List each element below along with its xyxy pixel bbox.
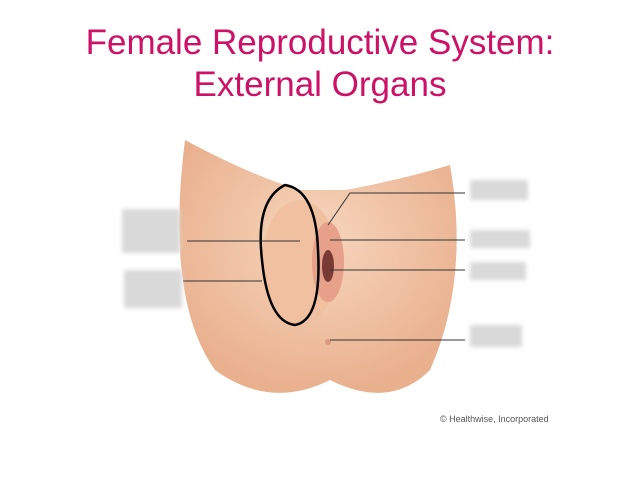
label-lines [183,192,465,341]
hidden-label-box[interactable] [470,262,526,280]
lower-mark-illustration [325,339,331,345]
hidden-label-box[interactable] [122,209,180,253]
slide-title-line1: Female Reproductive System: [85,23,555,62]
image-credit: © Healthwise, Incorporated [440,414,549,424]
hidden-label-box[interactable] [470,230,530,248]
slide-title-line2: External Organs [193,65,447,104]
hand-drawn-circle [259,183,320,327]
hidden-label-box[interactable] [470,325,522,347]
hidden-label-box[interactable] [124,270,182,308]
opening-illustration [322,250,334,282]
hidden-label-box[interactable] [470,180,528,200]
